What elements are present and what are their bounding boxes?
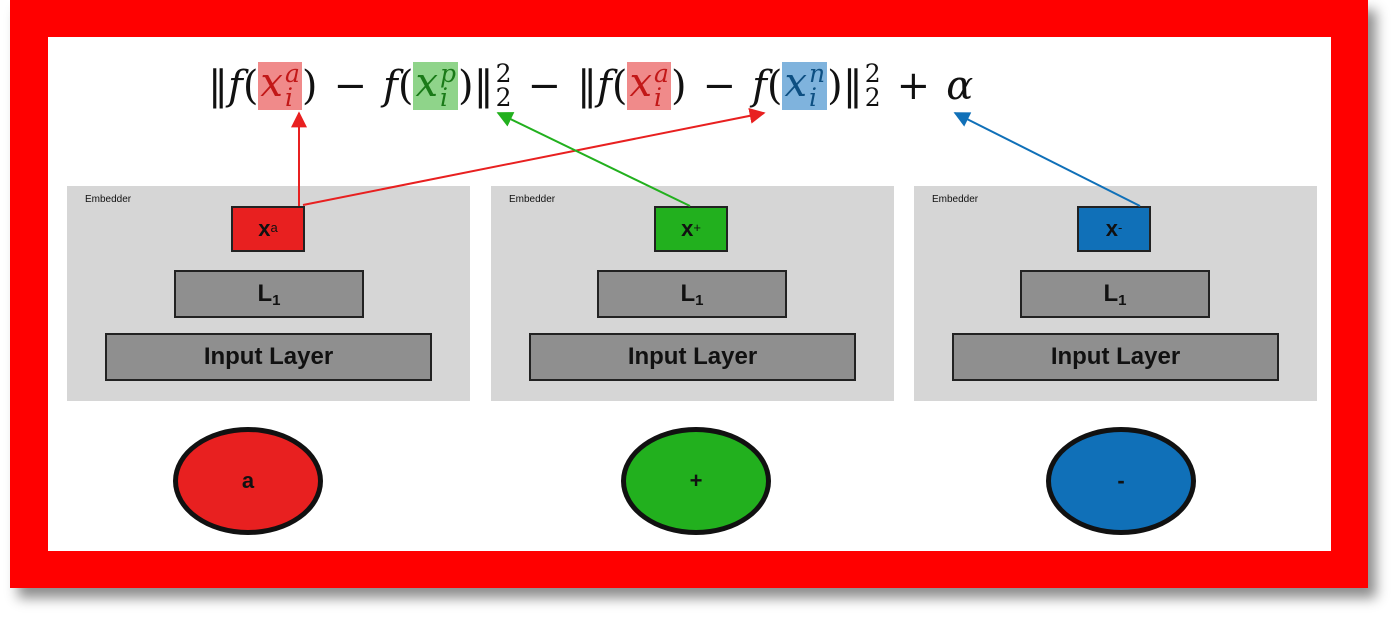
paren-open-2: ( bbox=[397, 63, 414, 109]
positive-sample-circle: + bbox=[621, 427, 771, 535]
minus-2: − bbox=[527, 63, 562, 109]
norm-bar-4: ‖ bbox=[842, 63, 863, 109]
paren-open-3: ( bbox=[611, 63, 628, 109]
paren-close-2: ) bbox=[458, 63, 474, 109]
anchor-sample-circle: a bbox=[173, 427, 323, 535]
paren-close-1: ) bbox=[301, 63, 318, 109]
function-f-3: f bbox=[597, 63, 612, 109]
embedder-label: Embedder bbox=[509, 194, 556, 205]
paren-open-4: ( bbox=[766, 63, 783, 109]
margin-alpha: α bbox=[946, 63, 974, 109]
minus-1: − bbox=[333, 63, 368, 109]
input-layer-box: Input Layer bbox=[529, 333, 856, 381]
negative-sample-circle: - bbox=[1046, 427, 1196, 535]
norm-bar-2: ‖ bbox=[473, 63, 494, 109]
function-f-2: f bbox=[383, 63, 398, 109]
norm-bar-1: ‖ bbox=[208, 63, 228, 109]
plus: + bbox=[896, 63, 931, 109]
input-layer-box: Input Layer bbox=[952, 333, 1279, 381]
norm-bar-3: ‖ bbox=[577, 63, 598, 109]
embedder-label: Embedder bbox=[85, 194, 132, 205]
negative-embedding-box: x- bbox=[1077, 206, 1151, 252]
input-layer-box: Input Layer bbox=[105, 333, 432, 381]
minus-3: − bbox=[702, 63, 737, 109]
embedder-label: Embedder bbox=[932, 194, 979, 205]
function-f-4: f bbox=[752, 63, 767, 109]
paren-close-3: ) bbox=[670, 63, 687, 109]
function-f-1: f bbox=[228, 63, 243, 109]
paren-close-4: ) bbox=[827, 63, 843, 109]
positive-embedding-box: x+ bbox=[654, 206, 728, 252]
paren-open-1: ( bbox=[242, 63, 259, 109]
